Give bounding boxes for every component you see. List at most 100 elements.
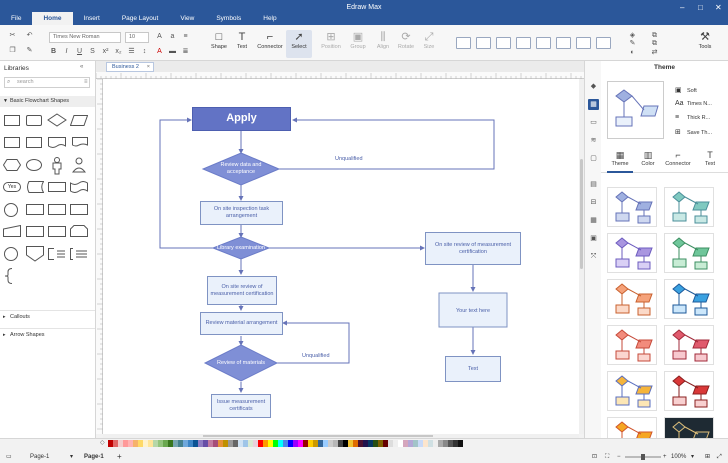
color-swatch[interactable]	[253, 440, 258, 447]
page-dropdown-icon[interactable]: ▾	[70, 454, 74, 460]
section-basic-flowchart[interactable]: ▼ Basic Flowchart Shapes	[0, 96, 95, 107]
color-swatch[interactable]	[383, 440, 388, 447]
predefined-process-shape[interactable]	[4, 137, 20, 148]
multi-document-shape[interactable]	[70, 137, 88, 149]
color-swatch[interactable]	[313, 440, 318, 447]
off-page-ref-shape[interactable]	[26, 246, 44, 262]
color-swatch[interactable]	[148, 440, 153, 447]
color-swatch[interactable]	[353, 440, 358, 447]
close-tab-icon[interactable]: ×	[146, 64, 150, 70]
color-swatch[interactable]	[413, 440, 418, 447]
bring-front-icon[interactable]: ⧉	[652, 32, 657, 39]
shape-tool-button[interactable]: □ Shape	[206, 30, 232, 58]
color-swatch[interactable]	[208, 440, 213, 447]
page-tab-active[interactable]: Page-1	[84, 454, 104, 460]
document-tab[interactable]: Business 2 ×	[106, 62, 154, 72]
superscript-icon[interactable]: x²	[102, 48, 109, 55]
color-swatch[interactable]	[308, 440, 313, 447]
fill-icon[interactable]: ◈	[629, 32, 636, 39]
color-swatch[interactable]	[158, 440, 163, 447]
color-swatch[interactable]	[378, 440, 383, 447]
zoom-slider-handle[interactable]	[641, 454, 645, 460]
note-lines-shape[interactable]	[70, 248, 88, 260]
style-preset-1[interactable]	[456, 37, 471, 49]
color-swatch[interactable]	[363, 440, 368, 447]
connector-tool-button[interactable]: ⌐ Connector	[255, 30, 285, 58]
style-preset-7[interactable]	[576, 37, 591, 49]
color-swatch[interactable]	[213, 440, 218, 447]
select-tool-button[interactable]: ➚ Select	[286, 30, 312, 58]
color-swatch[interactable]	[163, 440, 168, 447]
color-swatch[interactable]	[373, 440, 378, 447]
color-swatch[interactable]	[368, 440, 373, 447]
align-button[interactable]: ⫼ Align	[370, 30, 396, 58]
brace-shape[interactable]	[4, 268, 18, 284]
color-swatch[interactable]	[173, 440, 178, 447]
user-shape[interactable]	[71, 157, 87, 173]
theme-tab-theme[interactable]: ▦Theme	[607, 149, 633, 173]
line-spacing-icon[interactable]: ↕	[142, 48, 147, 55]
summing-junction-shape[interactable]	[4, 203, 18, 217]
theme-option-line[interactable]: ≡Thick R...	[675, 114, 710, 121]
send-back-icon[interactable]: ⧉	[652, 40, 657, 47]
decision-review-data[interactable]	[201, 152, 281, 186]
shrink-font-icon[interactable]: a	[170, 33, 175, 40]
color-swatch[interactable]	[168, 440, 173, 447]
color-swatch[interactable]	[323, 440, 328, 447]
data-shape[interactable]	[69, 115, 89, 126]
color-swatch[interactable]	[223, 440, 228, 447]
navigate-panel-icon[interactable]: ⤧	[590, 253, 597, 260]
tape-shape[interactable]	[70, 181, 88, 193]
theme-option-soft[interactable]: ▣Soft	[675, 86, 697, 94]
font-size-select[interactable]: 10	[125, 32, 149, 43]
tab-insert[interactable]: Insert	[83, 15, 100, 22]
color-swatch[interactable]	[108, 440, 113, 447]
color-swatch[interactable]	[243, 440, 248, 447]
horizontal-scrollbar[interactable]	[103, 434, 579, 438]
maximize-button[interactable]: □	[698, 3, 703, 12]
image-panel-icon[interactable]: ▭	[590, 119, 597, 126]
color-swatch[interactable]	[193, 440, 198, 447]
color-swatch[interactable]	[343, 440, 348, 447]
text-node[interactable]: Text	[445, 356, 501, 382]
style-preset-5[interactable]	[536, 37, 551, 49]
off-page-shape[interactable]	[70, 204, 88, 215]
theme-panel-icon[interactable]: ▦	[588, 99, 599, 110]
format-painter-icon[interactable]: ✎	[26, 47, 33, 54]
style-preset-3[interactable]	[496, 37, 511, 49]
color-swatch[interactable]	[183, 440, 188, 447]
color-swatch[interactable]	[153, 440, 158, 447]
theme-card[interactable]	[607, 371, 657, 411]
zoom-out-icon[interactable]: −	[617, 454, 621, 460]
color-swatch[interactable]	[188, 440, 193, 447]
color-swatch[interactable]	[203, 440, 208, 447]
library-search-input[interactable]: ⌕ search	[4, 77, 90, 88]
zoom-dropdown-icon[interactable]: ▾	[691, 454, 695, 460]
color-swatch[interactable]	[288, 440, 293, 447]
color-swatch[interactable]	[398, 440, 403, 447]
color-swatch[interactable]	[293, 440, 298, 447]
color-swatch[interactable]	[143, 440, 148, 447]
fullscreen-icon[interactable]: ⛶	[605, 454, 610, 460]
color-swatch[interactable]	[303, 440, 308, 447]
fit-page-icon[interactable]: ⊡	[592, 454, 598, 460]
style-preset-6[interactable]	[556, 37, 571, 49]
copy-icon[interactable]: ❐	[9, 47, 16, 54]
color-swatch[interactable]	[428, 440, 433, 447]
color-swatch[interactable]	[113, 440, 118, 447]
color-swatch[interactable]	[403, 440, 408, 447]
color-swatch[interactable]	[423, 440, 428, 447]
color-swatch[interactable]	[283, 440, 288, 447]
internal-storage-shape[interactable]	[26, 137, 42, 148]
site-review-left-node[interactable]: On site review of measurement certificat…	[207, 276, 277, 305]
stored-data-shape[interactable]	[26, 181, 45, 193]
color-swatch[interactable]	[328, 440, 333, 447]
minimize-button[interactable]: –	[680, 3, 685, 12]
color-swatch[interactable]	[273, 440, 278, 447]
screen-panel-icon[interactable]: ▣	[590, 235, 597, 242]
color-swatch[interactable]	[433, 440, 438, 447]
style-preset-2[interactable]	[476, 37, 491, 49]
vertical-scrollbar[interactable]	[579, 79, 584, 434]
